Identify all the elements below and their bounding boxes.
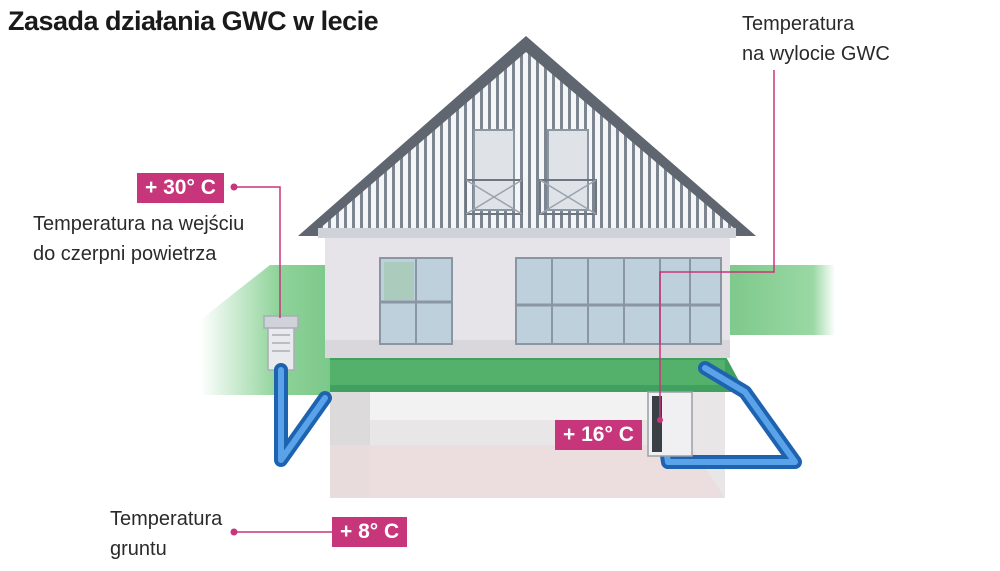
air-intake — [263, 315, 299, 371]
lawn — [200, 265, 835, 395]
outlet-label-line2: na wylocie GWC — [742, 43, 890, 65]
ground-floor-windows — [379, 257, 722, 345]
inlet-label-line2: do czerpni powietrza — [33, 243, 217, 265]
gwc-unit — [647, 391, 693, 457]
outlet-temperature-badge: + 16° C — [555, 420, 642, 450]
page-title: Zasada działania GWC w lecie — [8, 6, 379, 36]
ground-label-line2: gruntu — [110, 538, 167, 560]
inlet-label-line1: Temperatura na wejściu — [33, 213, 245, 235]
inlet-temperature-badge: + 30° C — [137, 173, 224, 203]
outlet-label-line1: Temperatura — [742, 13, 855, 35]
basement — [330, 392, 725, 498]
roof — [298, 36, 756, 238]
ground-label-line1: Temperatura — [110, 508, 223, 530]
leader-dots — [230, 183, 663, 536]
ground-temperature-badge: + 8° C — [332, 517, 408, 547]
leader-lines — [234, 70, 775, 533]
